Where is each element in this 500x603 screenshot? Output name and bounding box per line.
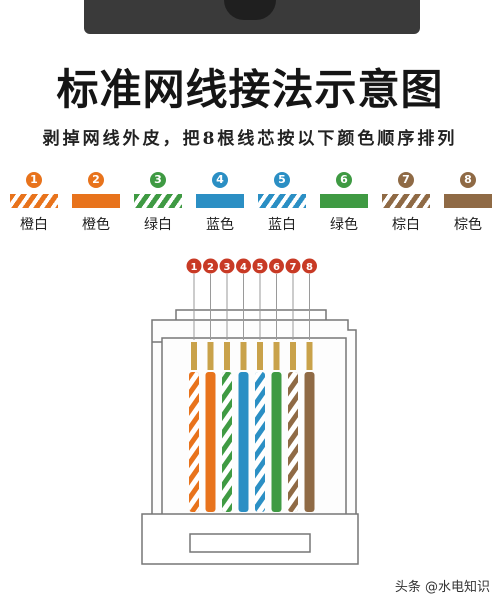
legend-swatch-3	[134, 194, 182, 208]
wire-core-6	[271, 372, 282, 512]
wire-number-circle-1	[186, 258, 202, 274]
legend-label-1: 橙白	[20, 217, 48, 233]
wire-number-circle-2	[203, 258, 218, 274]
wire-stripe-7	[288, 372, 298, 512]
legend-label-6: 绿色	[330, 217, 358, 233]
connector-body	[141, 309, 359, 565]
legend-item-3: 3 绿白	[132, 172, 184, 234]
legend-swatch-7	[382, 194, 430, 208]
wire-number-circle-8	[302, 258, 317, 274]
legend-item-1: 1 橙白	[8, 172, 60, 234]
color-order-legend: 1 橙白 2 橙色 3 绿白 4 蓝色 5 蓝白 6 绿色 7 棕白 8 棕色	[8, 172, 492, 242]
legend-label-5: 蓝白	[268, 217, 296, 233]
legend-number-2: 2	[88, 172, 104, 188]
cable-top-knob	[224, 0, 276, 20]
wire-number-label-4: 4	[240, 262, 247, 273]
wire-core-4	[238, 372, 249, 512]
legend-item-8: 8 棕色	[442, 172, 494, 234]
legend-swatch-2	[72, 194, 120, 208]
wire-number-circle-7	[285, 258, 301, 274]
wire-contact-4	[240, 342, 247, 370]
wire-contact-7	[290, 342, 296, 370]
legend-label-2: 橙色	[82, 217, 110, 233]
wire-core-8	[304, 372, 315, 512]
legend-item-5: 5 蓝白	[256, 172, 308, 234]
wire-number-circle-3	[219, 258, 235, 274]
legend-label-3: 绿白	[144, 217, 172, 233]
wire-number-label-6: 6	[273, 262, 280, 273]
wire-number-label-3: 3	[224, 262, 231, 273]
wire-contact-6	[273, 342, 280, 370]
wire-number-label-2: 2	[207, 262, 214, 273]
wire-contact-1	[191, 342, 197, 370]
legend-label-4: 蓝色	[206, 217, 234, 233]
legend-item-6: 6 绿色	[318, 172, 370, 234]
wire-number-label-1: 1	[191, 262, 198, 273]
legend-label-8: 棕色	[454, 217, 482, 233]
legend-number-7: 7	[398, 172, 414, 188]
wire-number-circle-4	[236, 258, 251, 274]
legend-number-4: 4	[212, 172, 228, 188]
wire-number-circle-5	[252, 258, 268, 274]
wire-number-label-7: 7	[290, 262, 297, 273]
wire-number-label-5: 5	[257, 262, 264, 273]
wire-contact-2	[207, 342, 214, 370]
legend-item-2: 2 橙色	[70, 172, 122, 234]
legend-swatch-1	[10, 194, 58, 208]
wire-number-label-8: 8	[306, 262, 313, 273]
legend-swatch-4	[196, 194, 244, 208]
legend-number-3: 3	[150, 172, 166, 188]
wire-cores	[189, 342, 315, 512]
legend-label-7: 棕白	[392, 217, 420, 233]
wire-core-2	[205, 372, 216, 512]
legend-number-1: 1	[26, 172, 42, 188]
wire-stripe-3	[222, 372, 232, 512]
legend-number-6: 6	[336, 172, 352, 188]
wire-contact-5	[257, 342, 263, 370]
wire-contact-3	[224, 342, 230, 370]
wire-number-circle-6	[269, 258, 284, 274]
cable-top-graphic	[0, 0, 500, 34]
page-subtitle: 剥掉网线外皮，把8根线芯按以下颜色顺序排列	[42, 129, 458, 149]
legend-item-7: 7 棕白	[380, 172, 432, 234]
wire-stripe-5	[255, 372, 265, 512]
legend-number-5: 5	[274, 172, 290, 188]
watermark: 头条 @水电知识	[394, 580, 490, 595]
legend-swatch-8	[444, 194, 492, 208]
legend-swatch-6	[320, 194, 368, 208]
legend-number-8: 8	[460, 172, 476, 188]
legend-item-4: 4 蓝色	[194, 172, 246, 234]
wire-contact-8	[306, 342, 313, 370]
wire-stripe-1	[189, 372, 199, 512]
legend-swatch-5	[258, 194, 306, 208]
page-title: 标准网线接法示意图	[56, 65, 444, 114]
